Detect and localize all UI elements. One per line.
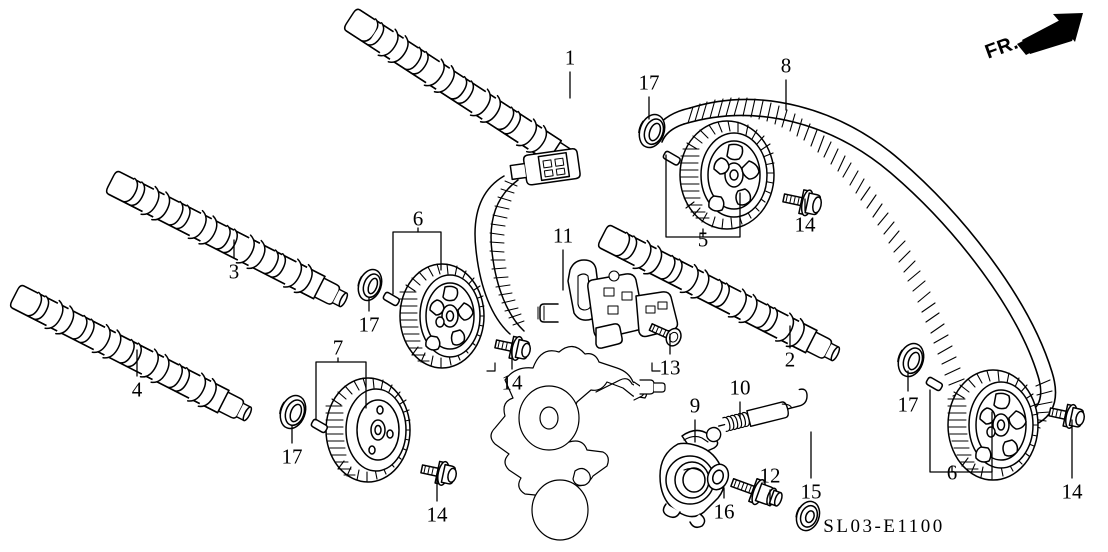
callout-pulley-bolt-center: 14 <box>501 370 523 395</box>
camshaft-4 <box>9 284 253 422</box>
callout-timing-pulley-upper-right: 5 <box>697 227 709 252</box>
tensioner-washer-15 <box>795 500 821 532</box>
callout-tensioner-washer-outer: 15 <box>800 479 822 504</box>
callout-tensioner-washer-inner: 16 <box>713 499 735 524</box>
callout-timing-pulley-lower-right: 6 <box>946 460 958 485</box>
callout-timing-belt: 8 <box>780 53 792 78</box>
callout-camshaft-position-sensor: 11 <box>552 223 574 248</box>
callout-timing-pulley-lower-left: 7 <box>332 335 344 360</box>
engine-cover-reference <box>486 345 666 541</box>
pulley-bolt-14d <box>1048 403 1085 429</box>
callout-tensioner-spring: 10 <box>729 375 751 400</box>
camshaft-2 <box>597 224 841 362</box>
callout-camshaft-left-lower: 4 <box>131 377 143 402</box>
woodruff-key-5 <box>662 150 681 166</box>
tensioner-washer-16 <box>706 463 730 491</box>
pulley-bolt-14b <box>494 335 531 361</box>
tensioner-spring <box>705 388 808 443</box>
tensioner-bolt-12 <box>730 478 783 507</box>
callout-camshaft-oil-seal-center: 17 <box>358 312 380 337</box>
timing-pulley-7 <box>325 377 411 483</box>
callout-pulley-bolt-lower-left: 14 <box>426 502 448 527</box>
fr-arrow-icon <box>1017 13 1083 55</box>
callout-camshaft-oil-seal-lower-left: 17 <box>281 444 303 469</box>
timing-pulley-6b <box>947 369 1039 481</box>
timing-pulley-6a <box>399 263 485 369</box>
pulley-bolt-14c <box>420 460 457 486</box>
callout-camshaft-oil-seal-upper-right: 17 <box>638 70 660 95</box>
woodruff-key-6a <box>382 291 401 307</box>
belt-tensioner-arm <box>659 429 725 529</box>
callout-camshaft-oil-seal-lower-right: 17 <box>897 392 919 417</box>
pulley-bolt-14a <box>782 189 823 217</box>
callout-pulley-bolt-lower-right: 14 <box>1061 479 1083 504</box>
oil-seal-17d <box>897 342 925 378</box>
callout-camshaft-front-upper: 1 <box>564 45 576 70</box>
callout-sensor-mounting-bolt: 13 <box>659 355 681 380</box>
diagram-code: SL03-E1100 <box>823 516 945 537</box>
callout-pulley-bolt-upper-right: 14 <box>794 212 816 237</box>
woodruff-key-6b <box>925 376 944 392</box>
camshaft-3 <box>105 170 349 308</box>
callout-camshaft-rear-right: 2 <box>784 347 796 372</box>
camshaft-position-sensor <box>474 148 679 349</box>
oil-seal-17c <box>279 394 307 430</box>
callout-belt-tensioner-arm: 9 <box>689 393 701 418</box>
oil-seal-17b <box>357 268 383 302</box>
callout-timing-pulley-center: 6 <box>412 206 424 231</box>
timing-pulley-5 <box>679 120 775 230</box>
oil-seal-17a <box>638 113 666 149</box>
leader-lines <box>136 71 1073 507</box>
callout-tensioner-bolt: 12 <box>759 463 781 488</box>
woodruff-key-7 <box>310 418 329 434</box>
callout-camshaft-left-upper: 3 <box>228 259 240 284</box>
